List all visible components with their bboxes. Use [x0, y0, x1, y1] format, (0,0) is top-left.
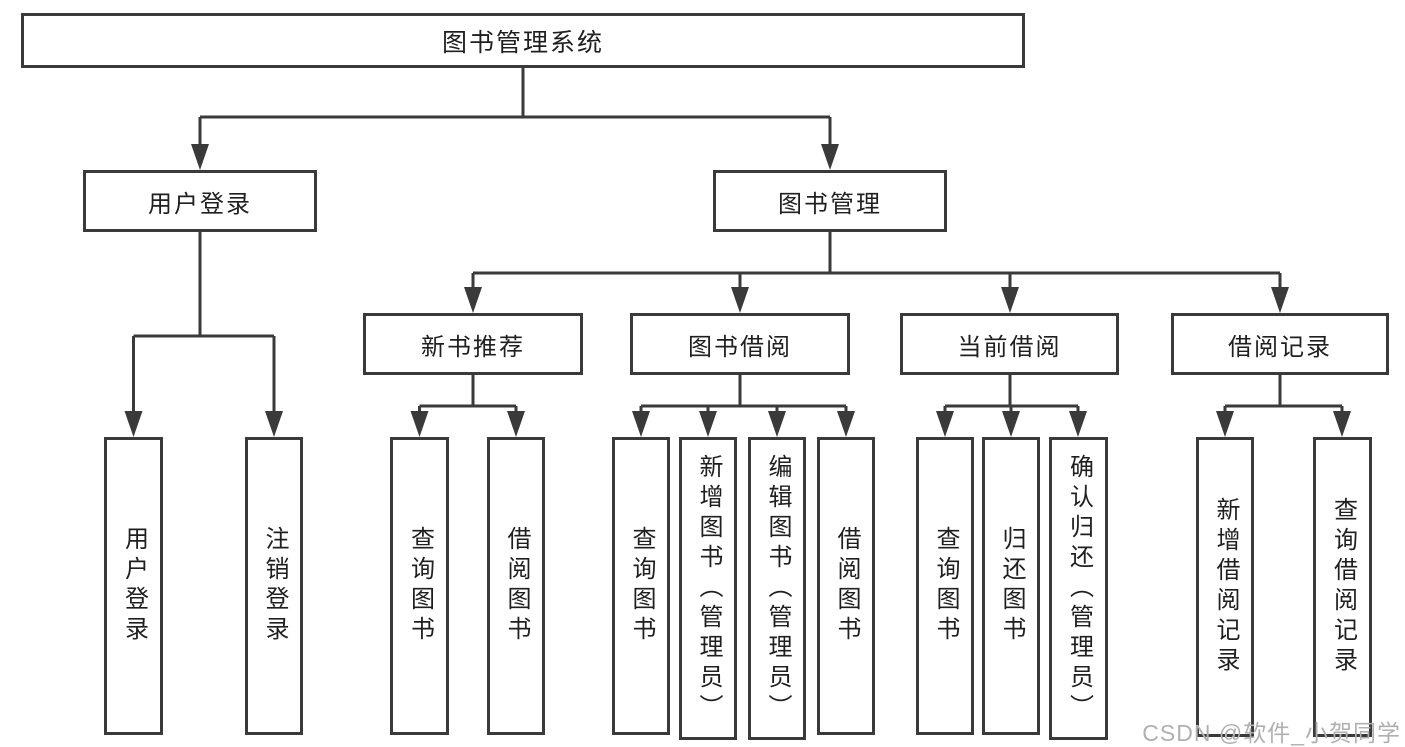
- leaf-return-books: 归还图书: [982, 437, 1040, 735]
- node-borrowing-records: 借阅记录: [1171, 313, 1389, 375]
- leaf-user-login: 用户登录: [104, 437, 163, 735]
- leaf-query-borrow-record: 查询借阅记录: [1313, 437, 1372, 737]
- leaf-borrow-books: 借阅图书: [817, 437, 875, 735]
- node-book-management: 图书管理: [713, 170, 947, 232]
- node-current-borrowing: 当前借阅: [900, 313, 1119, 375]
- connector-records: [1223, 375, 1344, 414]
- leaf-add-borrow-record: 新增借阅记录: [1196, 437, 1254, 737]
- connector-borrow: [639, 375, 848, 414]
- connector-current: [943, 375, 1080, 414]
- node-library-management-system: 图书管理系统: [21, 13, 1025, 68]
- node-book-borrowing: 图书借阅: [630, 313, 850, 375]
- connector-new-rec: [418, 375, 518, 414]
- connector-user-login: [132, 232, 276, 413]
- connector-book-mgmt: [471, 232, 1282, 290]
- leaf-query-books-rec: 查询图书: [390, 437, 449, 735]
- leaf-borrow-books-rec: 借阅图书: [487, 437, 545, 735]
- node-user-login: 用户登录: [83, 170, 317, 232]
- node-new-book-recommendation: 新书推荐: [363, 313, 583, 375]
- csdn-watermark: CSDN @软件_小贺同学: [1142, 720, 1401, 746]
- leaf-logout: 注销登录: [245, 437, 303, 735]
- arrowheads: [124, 144, 1351, 437]
- leaf-edit-books-admin: 编辑图书（管理员）: [748, 437, 806, 740]
- leaf-add-books-admin: 新增图书（管理员）: [679, 437, 737, 740]
- leaf-query-books-borrow: 查询图书: [612, 437, 670, 735]
- leaf-query-books-current: 查询图书: [916, 437, 974, 735]
- leaf-confirm-return-admin: 确认归还（管理员）: [1049, 437, 1108, 740]
- connector-root: [198, 68, 832, 146]
